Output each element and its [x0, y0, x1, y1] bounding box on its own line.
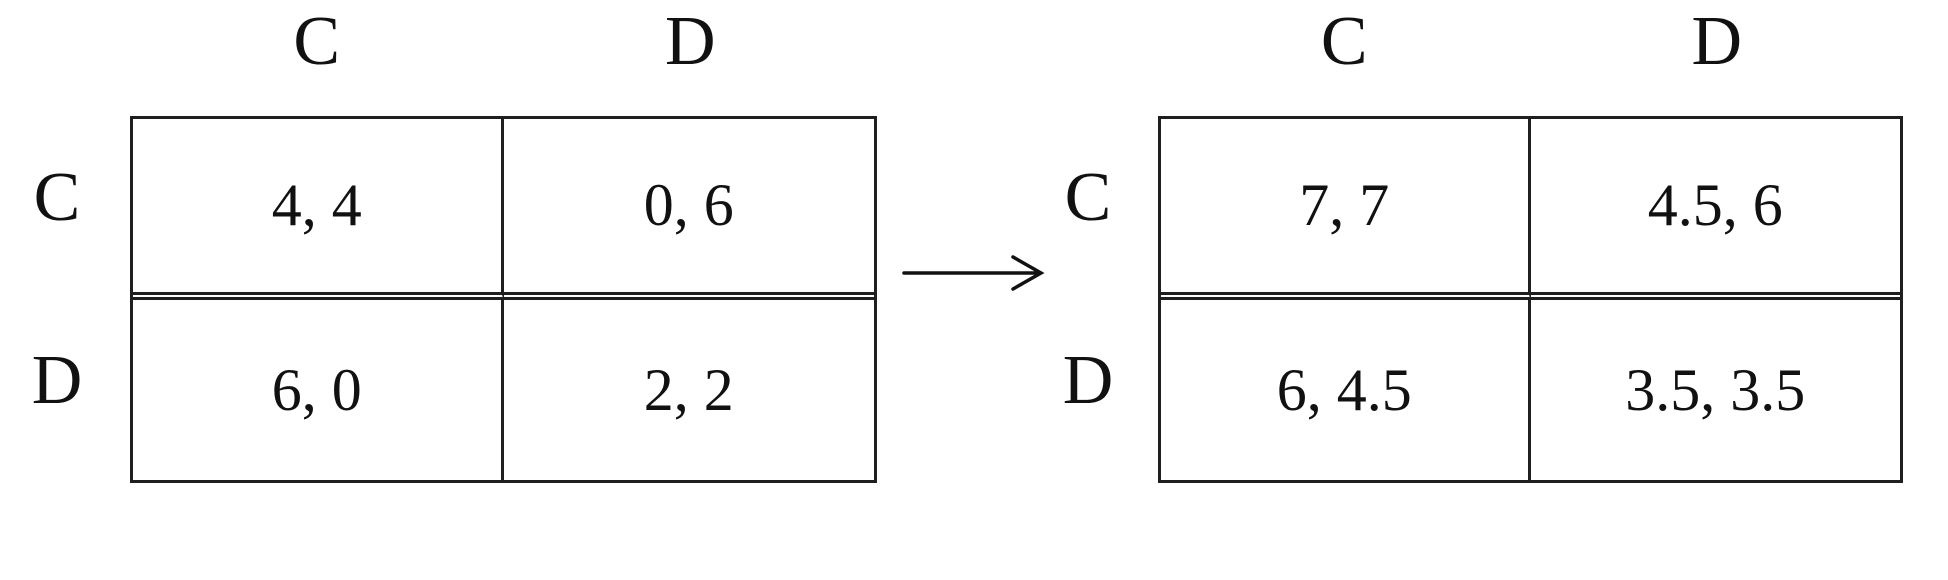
- right-matrix-column-headers: C D: [1158, 2, 1903, 82]
- left-col-header-d: D: [664, 3, 716, 80]
- left-matrix-row-headers: C D: [12, 116, 102, 483]
- transformation-arrow: [900, 250, 1048, 296]
- right-row-header-c: C: [1064, 158, 1112, 236]
- right-payoff-matrix: 7, 7 4.5, 6 6, 4.5 3.5, 3.5: [1158, 116, 1903, 483]
- right-col-header-c: C: [1320, 3, 1368, 80]
- right-col-header-d: D: [1691, 3, 1743, 80]
- left-cell-cc: 4, 4: [133, 119, 504, 300]
- right-cell-dd: 3.5, 3.5: [1530, 299, 1900, 480]
- left-row-header-c: C: [33, 158, 81, 236]
- right-row-header-d: D: [1062, 342, 1114, 420]
- left-matrix-column-headers: C D: [130, 2, 877, 82]
- right-arrow-icon: [902, 255, 1045, 291]
- right-cell-cc: 7, 7: [1161, 119, 1531, 300]
- left-cell-dc: 6, 0: [133, 299, 504, 480]
- right-cell-dc: 6, 4.5: [1161, 299, 1531, 480]
- left-col-header-c: C: [293, 3, 341, 80]
- left-row-header-d: D: [31, 342, 83, 420]
- left-cell-cd: 0, 6: [503, 119, 874, 300]
- right-cell-cd: 4.5, 6: [1530, 119, 1900, 300]
- left-cell-dd: 2, 2: [503, 299, 874, 480]
- left-payoff-matrix: 4, 4 0, 6 6, 0 2, 2: [130, 116, 877, 483]
- right-matrix-row-headers: C D: [1043, 116, 1133, 483]
